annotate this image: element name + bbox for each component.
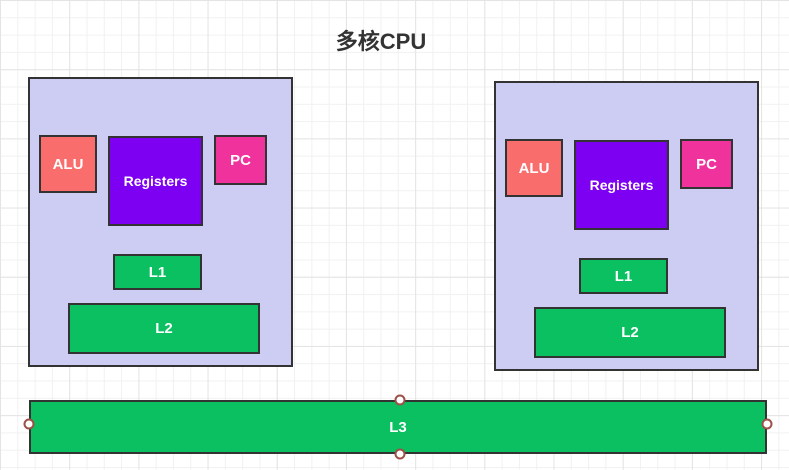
cpu-core-1[interactable]: ALU Registers PC L1 L2	[28, 77, 293, 367]
l2-cache-block-core2[interactable]: L2	[534, 307, 726, 358]
l2-cache-block-core1[interactable]: L2	[68, 303, 260, 354]
pc-block-core1[interactable]: PC	[214, 135, 267, 185]
pc-label: PC	[696, 155, 717, 173]
l3-label: L3	[389, 418, 407, 436]
l1-cache-block-core1[interactable]: L1	[113, 254, 202, 290]
registers-block-core2[interactable]: Registers	[574, 140, 669, 230]
alu-label: ALU	[52, 155, 84, 173]
alu-block-core1[interactable]: ALU	[39, 135, 97, 193]
cpu-core-2[interactable]: ALU Registers PC L1 L2	[494, 81, 759, 371]
l1-cache-block-core2[interactable]: L1	[579, 258, 668, 294]
pc-label: PC	[230, 151, 251, 169]
connection-point-top-icon[interactable]	[394, 394, 406, 406]
alu-block-core2[interactable]: ALU	[505, 139, 563, 197]
registers-block-core1[interactable]: Registers	[108, 136, 203, 226]
connection-point-right-icon[interactable]	[761, 418, 773, 430]
pc-block-core2[interactable]: PC	[680, 139, 733, 189]
connection-point-left-icon[interactable]	[23, 418, 35, 430]
l2-label: L2	[155, 320, 173, 337]
l1-label: L1	[148, 263, 167, 281]
l2-label: L2	[621, 324, 639, 341]
l1-label: L1	[614, 267, 633, 285]
l3-shared-cache-bar[interactable]: L3	[29, 400, 767, 454]
registers-label: Registers	[589, 177, 654, 193]
alu-label: ALU	[518, 159, 550, 177]
connection-point-bottom-icon[interactable]	[394, 448, 406, 460]
diagram-title[interactable]: 多核CPU	[335, 29, 427, 54]
registers-label: Registers	[123, 173, 188, 189]
